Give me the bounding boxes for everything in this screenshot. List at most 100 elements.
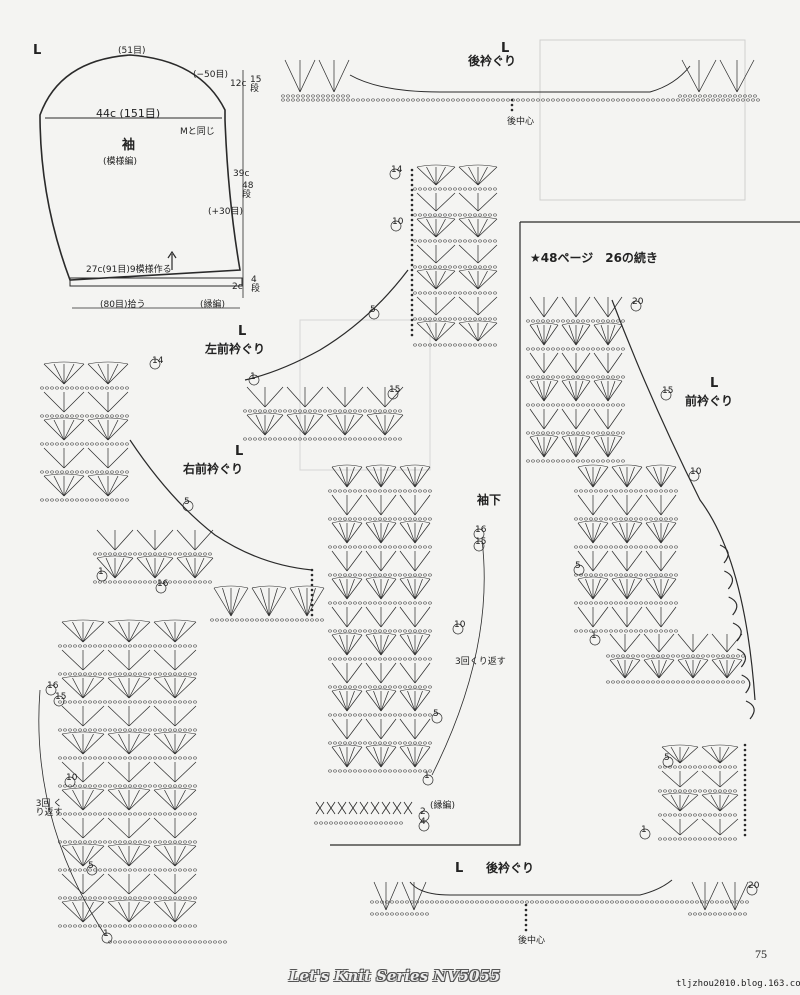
chart-mark-2242 [743,818,747,822]
row-marker-5e: 5 [575,561,581,571]
chart-mark-871 [147,728,153,732]
chart-mark-481 [63,363,75,385]
chart-mark-1061 [82,868,88,872]
chart-mark-343 [327,409,333,413]
chart-mark-1766 [585,431,591,435]
row-marker-1f: 1 [641,825,647,835]
chart-mark-479 [53,363,65,385]
chart-mark-1345 [414,550,431,572]
chart-mark-170 [412,213,418,217]
chart-mark-1256 [367,517,373,521]
chart-mark-2036 [645,654,651,658]
chart-mark-1801 [615,459,621,463]
chart-mark-1261 [392,517,398,521]
chart-mark-2263 [454,900,460,904]
chart-mark-689 [289,618,295,622]
chart-mark-338 [302,409,308,413]
chart-mark-1568 [397,769,403,773]
chart-mark-1663 [595,347,601,351]
chart-mark-1433 [412,657,418,661]
chart-mark-994 [162,812,168,816]
chart-mark-2330 [409,912,415,916]
chart-mark-304 [447,343,453,347]
chart-mark-799 [82,649,105,671]
chart-mark-1725 [570,403,576,407]
chart-mark-1368 [331,578,348,600]
chart-mark-1749 [600,380,609,402]
chart-mark-1297 [422,545,428,549]
chart-mark-2049 [710,654,716,658]
chart-mark-2178 [662,813,668,817]
chart-mark-599 [97,552,103,556]
chart-mark-1680 [561,322,591,326]
chart-mark-691 [299,618,305,622]
chart-mark-682 [254,618,260,622]
chart-mark-667 [176,557,196,579]
chart-mark-550 [69,470,75,474]
chart-mark-1681 [593,324,609,346]
chart-mark-446 [410,268,414,272]
chart-mark-498 [79,414,85,418]
chart-mark-1973 [643,601,649,605]
chart-mark-777 [92,672,98,676]
chart-mark-1213 [347,489,353,493]
chart-mark-254 [457,291,463,295]
chart-mark-103 [315,94,321,98]
chart-mark-1384 [414,578,431,600]
chart-mark-4 [300,98,306,102]
chart-mark-2190 [722,813,728,817]
chart-mark-2320 [739,900,745,904]
chart-mark-2358 [524,903,528,907]
chart-mark-427 [410,173,414,177]
chart-mark-1604 [323,821,329,825]
chart-mark-301 [432,343,438,347]
chart-mark-987 [127,812,133,816]
chart-mark-561 [124,470,130,474]
chart-mark-392 [352,437,358,441]
sleeve-cap-rows: 15段 [250,75,262,94]
chart-mark-433 [410,203,414,207]
chart-mark-2275 [514,900,520,904]
chart-mark-1365 [417,601,423,605]
chart-mark-2289 [584,900,590,904]
chart-mark-1151 [117,924,123,928]
chart-mark-2286 [569,900,575,904]
sleeve-cuff-base: 27c(91目)9模様作る [86,265,172,275]
chart-mark-1770 [605,431,611,435]
chart-mark-2368 [248,374,260,386]
chart-mark-1703 [605,375,611,379]
chart-mark-118 [687,94,693,98]
chart-mark-19 [375,98,381,102]
chart-mark-1091 [118,845,130,867]
chart-mark-1377 [380,578,389,600]
chart-mark-1100 [174,845,197,867]
chart-mark-1375 [373,578,382,600]
chart-mark-978 [82,812,88,816]
chart-mark-1549 [380,718,397,740]
chart-mark-202 [457,239,463,243]
row-marker-20: 20 [632,297,644,307]
chart-mark-2149 [701,746,721,764]
row-marker-10d: 10 [690,467,702,477]
chart-mark-69 [625,98,631,102]
chart-mark-1495 [377,713,383,717]
chart-mark-1920 [626,522,635,544]
chart-mark-467 [74,386,80,390]
chart-mark-213 [435,218,446,238]
chart-mark-750 [187,644,193,648]
chart-mark-1002 [72,789,84,811]
chart-mark-2059 [643,633,660,653]
chart-mark-895 [82,756,88,760]
chart-mark-505 [114,414,120,418]
chart-mark-2035 [640,654,646,658]
chart-mark-1444 [373,634,382,656]
chart-mark-533 [53,419,65,441]
chart-mark-724 [57,644,63,648]
chart-mark-714 [310,568,314,572]
chart-mark-652 [197,580,203,584]
chart-mark-426 [410,168,414,172]
chart-mark-277 [427,317,433,321]
chart-mark-2033 [630,654,636,658]
chart-mark-731 [92,644,98,648]
chart-mark-2251 [394,900,400,904]
